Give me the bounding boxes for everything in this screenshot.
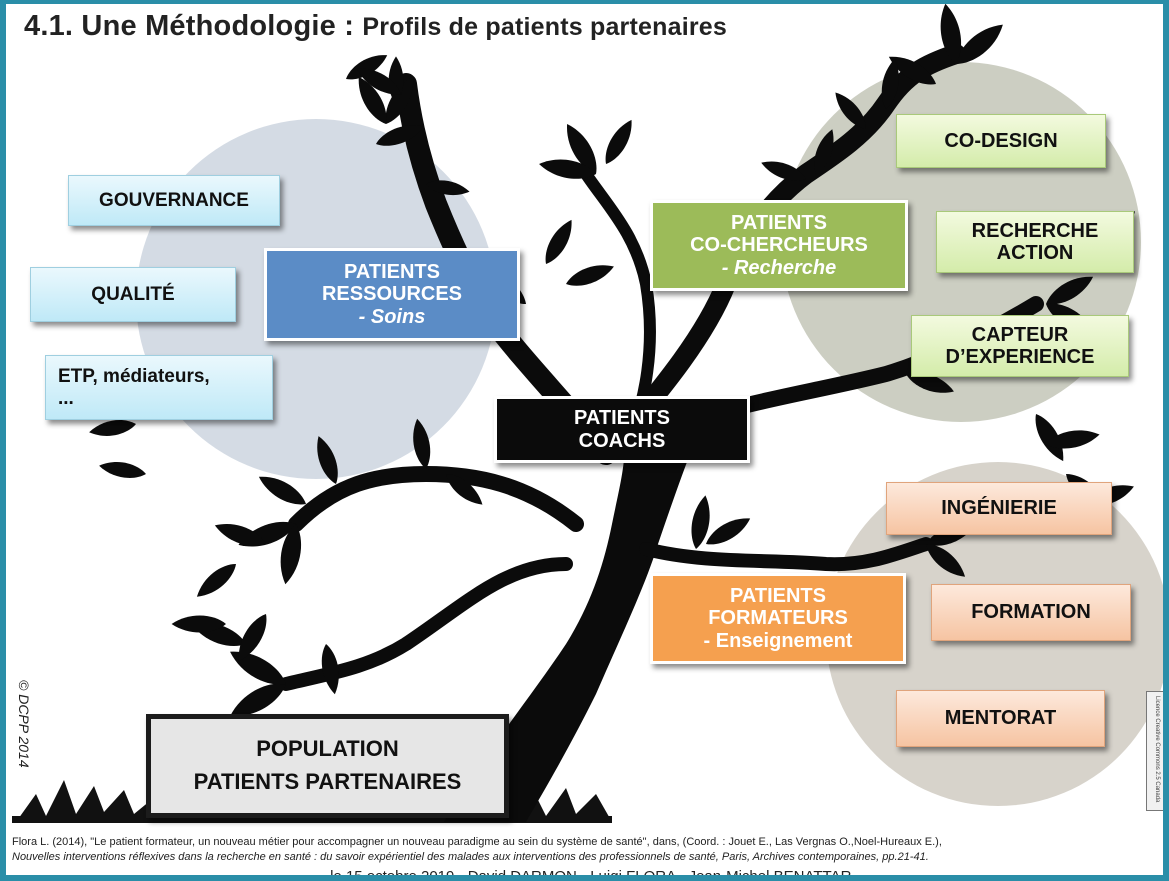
copyright-text: © DCPP 2014	[16, 680, 32, 768]
patients-co-chercheurs-box: PATIENTS CO-CHERCHEURS - Recherche	[650, 200, 908, 291]
grass-right	[516, 788, 612, 822]
qualite-label: QUALITÉ	[30, 267, 236, 322]
population-box: POPULATION PATIENTS PARTENAIRES	[146, 714, 509, 818]
patients-coachs-box: PATIENTS COACHS	[494, 396, 750, 463]
citation-line-2: Nouvelles interventions réflexives dans …	[12, 850, 929, 863]
title-main: 4.1. Une Méthodologie	[24, 10, 336, 42]
tree-trunk	[444, 444, 694, 822]
title-sub: Profils de patients partenaires	[362, 13, 727, 41]
formation-label: FORMATION	[931, 584, 1131, 641]
recherche-action-label: RECHERCHE ACTION	[936, 211, 1134, 273]
grass-left	[16, 780, 166, 822]
creative-commons-badge: Licence Creative Commons 2.5 Canada	[1146, 691, 1163, 811]
etp-mediateurs-label: ETP, médiateurs, ...	[45, 355, 273, 420]
citation-line-1: Flora L. (2014), "Le patient formateur, …	[12, 836, 942, 848]
ingenierie-label: INGÉNIERIE	[886, 482, 1112, 535]
patients-ressources-box: PATIENTS RESSOURCES - Soins	[264, 248, 520, 341]
mentorat-label: MENTORAT	[896, 690, 1105, 747]
footer-credits: – le 15 octobre 2019 - David DARMON - Lu…	[317, 868, 852, 881]
patients-formateurs-box: PATIENTS FORMATEURS - Enseignement	[650, 573, 906, 664]
capteur-experience-label: CAPTEUR D’EXPERIENCE	[911, 315, 1129, 377]
citation: Flora L. (2014), "Le patient formateur, …	[12, 835, 1162, 865]
license-text: Licence Creative Commons 2.5 Canada	[1154, 696, 1160, 803]
title-sep: :	[335, 10, 363, 42]
slide-title: 4.1. Une Méthodologie : Profils de patie…	[24, 10, 727, 43]
co-design-label: CO-DESIGN	[896, 114, 1106, 168]
gouvernance-label: GOUVERNANCE	[68, 175, 280, 226]
